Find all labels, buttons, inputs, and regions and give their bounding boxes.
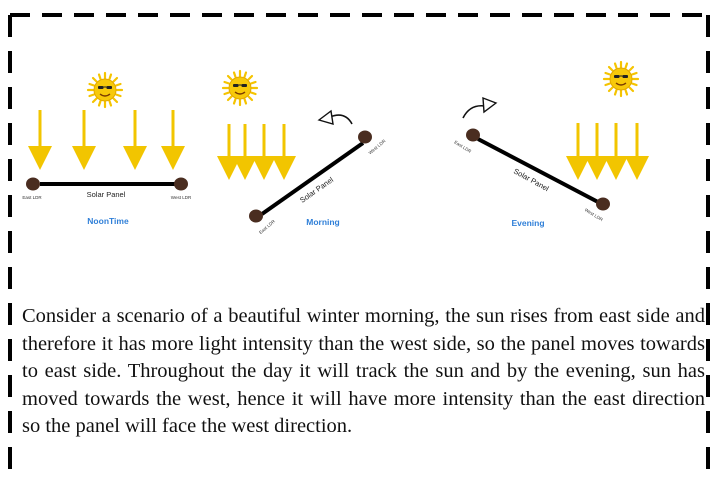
solar-panel — [260, 141, 365, 216]
east-ldr-label: East LDR — [258, 218, 277, 235]
solar-panel — [477, 137, 599, 204]
sun-rays — [217, 124, 296, 180]
rotate-arrow-head — [317, 109, 334, 125]
solar-tracker-diagram: Solar Panel East LDR West LDR NoonTime S… — [22, 60, 649, 235]
caption-evening: Evening — [511, 218, 544, 228]
caption-morning: Morning — [306, 217, 340, 227]
sun-rays — [28, 110, 185, 170]
caption-noontime: NoonTime — [87, 216, 129, 226]
east-ldr-label: East LDR — [453, 140, 473, 155]
west-ldr-sensor — [174, 177, 188, 191]
evening-diagram: Solar Panel East LDR West LDR Evening — [453, 60, 649, 228]
west-ldr-label: West LDR — [171, 195, 192, 200]
noon-diagram: Solar Panel East LDR West LDR NoonTime — [22, 71, 192, 226]
morning-diagram: Solar Panel East LDR West LDR Morning — [217, 69, 387, 235]
east-ldr-sensor — [249, 209, 263, 223]
solar-panel-label: Solar Panel — [87, 190, 126, 199]
rotate-arrow-icon — [462, 104, 486, 119]
explanation-paragraph: Consider a scenario of a beautiful winte… — [22, 305, 705, 438]
east-ldr-label: East LDR — [22, 195, 42, 200]
rotate-arrow-head — [482, 96, 498, 114]
west-ldr-sensor — [596, 197, 610, 211]
east-ldr-sensor — [26, 177, 40, 191]
east-ldr-sensor — [466, 128, 480, 142]
sun-icon — [86, 71, 124, 109]
sun-icon — [221, 69, 259, 107]
solar-panel-label: Solar Panel — [298, 175, 335, 205]
sun-icon — [602, 60, 640, 98]
solar-panel-label: Solar Panel — [512, 166, 551, 193]
west-ldr-sensor — [358, 130, 372, 144]
sun-rays — [566, 123, 649, 180]
